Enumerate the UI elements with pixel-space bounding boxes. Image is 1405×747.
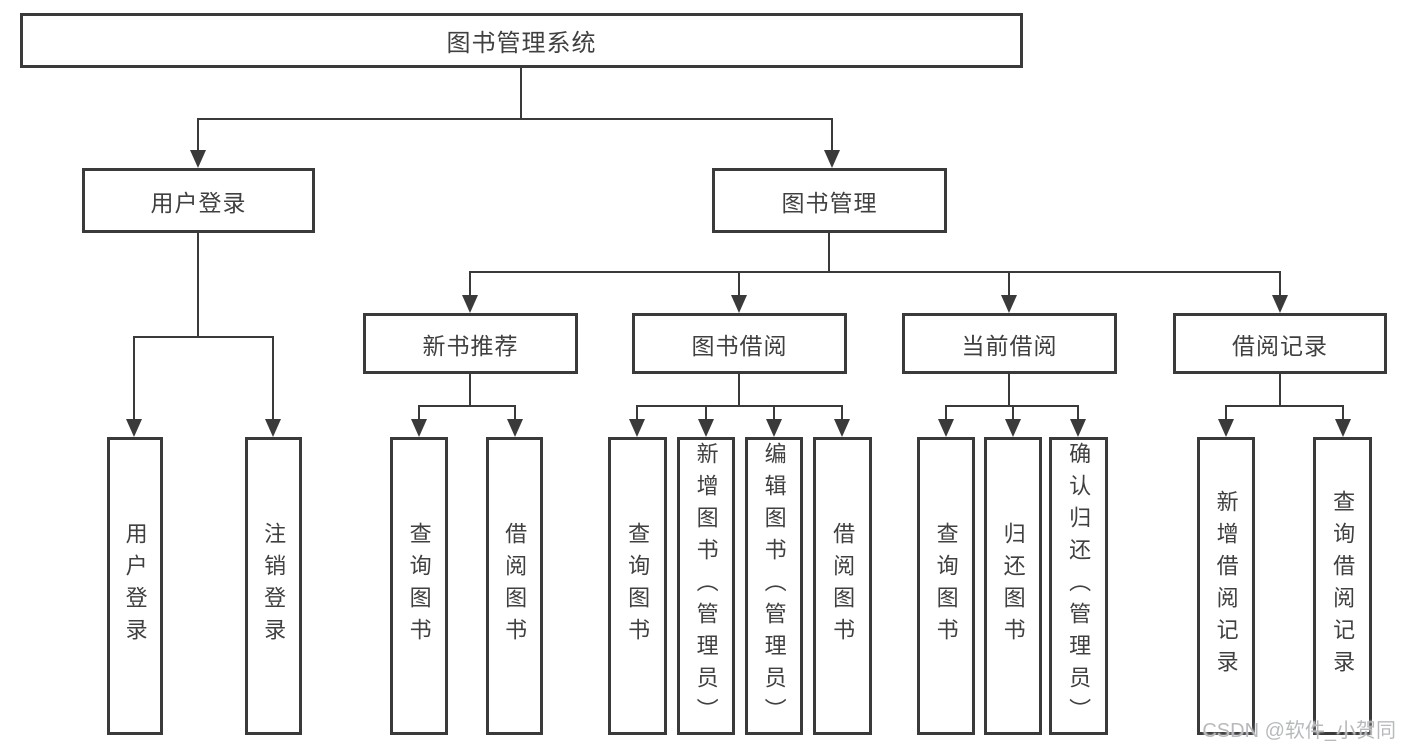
node-add-borrow-record: 新增借阅记录 (1197, 437, 1255, 735)
connector-to-borrow-records (1279, 271, 1281, 297)
connector-user-login-bar (133, 336, 274, 338)
node-query-books-borrow: 查询图书 (608, 437, 667, 735)
connector-leaf-stem (773, 405, 775, 421)
connector-leaf-stem (1225, 405, 1227, 421)
arrow-down-icon (1005, 419, 1021, 437)
connector-leaf-stem (1342, 405, 1344, 421)
connector-to-current-borrow (1008, 271, 1010, 297)
node-book-borrow: 图书借阅 (632, 313, 847, 374)
connector-to-login-leaf (133, 336, 135, 421)
node-label: 新书推荐 (422, 332, 519, 359)
node-label: 当前借阅 (961, 332, 1058, 359)
node-borrow-books-action: 借阅图书 (813, 437, 872, 735)
arrow-down-icon (126, 419, 142, 437)
connector-to-logout-leaf (272, 336, 274, 421)
connector-to-book-borrow (738, 271, 740, 297)
connector-borrow-records-bar (1225, 405, 1344, 407)
connector-leaf-stem (1077, 405, 1079, 421)
arrow-down-icon (629, 419, 645, 437)
connector-root-stem (520, 68, 522, 118)
connector-level3-bar (469, 271, 1281, 273)
arrow-down-icon (1272, 295, 1288, 313)
node-query-books-current: 查询图书 (917, 437, 975, 735)
arrow-down-icon (698, 419, 714, 437)
arrow-down-icon (190, 150, 206, 168)
connector-new-book-stem (469, 374, 471, 405)
node-label: 查询借阅记录 (1330, 490, 1356, 682)
connector-book-mgmt-stem (828, 233, 830, 271)
node-add-books-admin: 新增图书（管理员） (677, 437, 735, 735)
connector-leaf-stem (841, 405, 843, 421)
node-query-borrow-record: 查询借阅记录 (1313, 437, 1372, 735)
node-new-book-recommend: 新书推荐 (363, 313, 578, 374)
arrow-down-icon (507, 419, 523, 437)
node-user-login-action: 用户登录 (107, 437, 163, 735)
node-confirm-return-admin: 确认归还（管理员） (1049, 437, 1108, 735)
arrow-down-icon (824, 150, 840, 168)
node-borrow-records: 借阅记录 (1173, 313, 1387, 374)
node-current-borrow: 当前借阅 (902, 313, 1117, 374)
arrow-down-icon (411, 419, 427, 437)
node-book-management: 图书管理 (712, 168, 947, 233)
connector-leaf-stem (705, 405, 707, 421)
node-label: 新增借阅记录 (1213, 490, 1239, 682)
node-label: 编辑图书（管理员） (761, 442, 787, 730)
connector-book-borrow-stem (738, 374, 740, 405)
node-label: 用户登录 (150, 189, 247, 216)
node-root-system: 图书管理系统 (20, 13, 1023, 68)
connector-leaf-stem (636, 405, 638, 421)
node-label: 图书管理 (781, 189, 878, 216)
connector-to-book-management (831, 118, 833, 152)
arrow-down-icon (1218, 419, 1234, 437)
node-label: 图书借阅 (691, 332, 788, 359)
node-label: 确认归还（管理员） (1066, 442, 1092, 730)
node-label: 查询图书 (933, 522, 959, 650)
node-edit-books-admin: 编辑图书（管理员） (745, 437, 803, 735)
node-label: 用户登录 (122, 522, 148, 650)
node-label: 新增图书（管理员） (693, 442, 719, 730)
arrow-down-icon (1335, 419, 1351, 437)
arrow-down-icon (731, 295, 747, 313)
connector-leaf-stem (514, 405, 516, 421)
connector-leaf-stem (945, 405, 947, 421)
connector-user-login-stem (197, 233, 199, 336)
connector-borrow-records-stem (1279, 374, 1281, 405)
node-return-books: 归还图书 (984, 437, 1042, 735)
node-label: 注销登录 (261, 522, 287, 650)
node-query-books-recommend: 查询图书 (390, 437, 448, 735)
node-user-login: 用户登录 (82, 168, 315, 233)
arrow-down-icon (766, 419, 782, 437)
node-borrow-books-recommend: 借阅图书 (486, 437, 543, 735)
node-label: 查询图书 (625, 522, 651, 650)
arrow-down-icon (462, 295, 478, 313)
connector-to-user-login (197, 118, 199, 152)
csdn-watermark: CSDN @软件_小贺同学 (1202, 720, 1396, 742)
connector-level2-bar (197, 118, 833, 120)
node-label: 归还图书 (1000, 522, 1026, 650)
node-label: 图书管理系统 (446, 30, 597, 57)
node-label: 借阅记录 (1232, 332, 1328, 359)
connector-book-borrow-bar (636, 405, 843, 407)
arrow-down-icon (1070, 419, 1086, 437)
arrow-down-icon (265, 419, 281, 437)
arrow-down-icon (938, 419, 954, 437)
node-label: 借阅图书 (502, 522, 528, 650)
node-label: 查询图书 (406, 522, 432, 650)
connector-leaf-stem (418, 405, 420, 421)
arrow-down-icon (1001, 295, 1017, 313)
node-logout-action: 注销登录 (245, 437, 302, 735)
node-label: 借阅图书 (830, 522, 856, 650)
arrow-down-icon (834, 419, 850, 437)
connector-leaf-stem (1012, 405, 1014, 421)
connector-new-book-bar (418, 405, 516, 407)
connector-current-borrow-stem (1008, 374, 1010, 405)
connector-to-new-book (469, 271, 471, 297)
